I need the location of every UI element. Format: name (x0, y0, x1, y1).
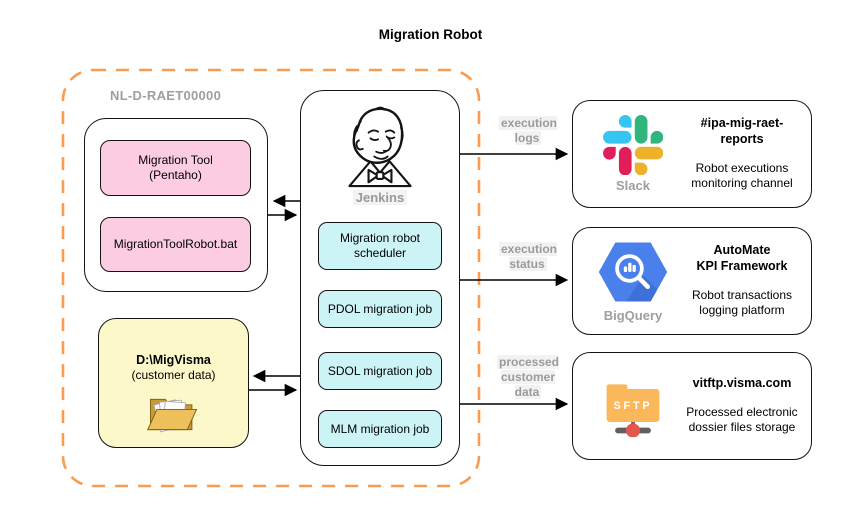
migration-tool-label: Migration Tool (Pentaho) (138, 153, 213, 182)
migration-tool-node: Migration Tool (Pentaho) (100, 140, 251, 196)
folder-subtitle: (customer data) (131, 368, 216, 382)
robot-bat-label: MigrationToolRobot.bat (113, 237, 238, 251)
slack-service-label: Slack (616, 178, 650, 193)
bigquery-destination-node: BigQuery AutoMate KPI Framework Robot tr… (572, 227, 812, 335)
sftp-description: Processed electronic dossier files stora… (686, 404, 798, 435)
slack-channel-name: #ipa-mig-raet-reports (700, 116, 784, 146)
scheduler-label: Migration robot scheduler (339, 231, 421, 260)
page-title: Migration Robot (378, 27, 483, 42)
sftp-folder-text: SFTP (614, 400, 653, 412)
open-folder-icon (147, 398, 198, 433)
mlm-job-node: MLM migration job (318, 410, 442, 448)
jenkins-label: Jenkins (300, 190, 460, 205)
pdol-job-label: PDOL migration job (327, 301, 433, 316)
kpi-framework-name: AutoMate KPI Framework (696, 243, 788, 273)
sdol-job-label: SDOL migration job (327, 363, 433, 378)
bigquery-description: Robot transactions logging platform (691, 287, 793, 318)
edge-label-execution-logs: execution logs (498, 116, 557, 145)
environment-label: NL-D-RAET00000 (110, 88, 222, 103)
folder-path-label: D:\MigVisma (136, 353, 211, 367)
bigquery-service-label: BigQuery (603, 308, 663, 323)
edge-label-processed-data: processed customer data (496, 355, 560, 399)
sftp-folder-icon: SFTP (606, 384, 660, 437)
sftp-host-name: vitftp.visma.com (692, 376, 792, 391)
pdol-job-node: PDOL migration job (318, 290, 442, 328)
scheduler-job-node: Migration robot scheduler (318, 222, 442, 270)
jenkins-mascot-icon (348, 106, 412, 188)
slack-logo-icon (603, 115, 663, 175)
customer-data-folder-node: D:\MigVisma (customer data) (98, 318, 249, 448)
edge-label-execution-status: execution status (498, 242, 557, 271)
mlm-job-label: MLM migration job (330, 421, 430, 436)
migration-tool-robot-bat-node: MigrationToolRobot.bat (100, 217, 251, 272)
sftp-destination-node: SFTP vitftp.visma.com Processed electron… (572, 352, 812, 460)
slack-destination-node: Slack #ipa-mig-raet-reports Robot execut… (572, 100, 812, 208)
bigquery-logo-icon (598, 242, 668, 302)
sdol-job-node: SDOL migration job (318, 352, 442, 390)
slack-description: Robot executions monitoring channel (691, 160, 793, 191)
